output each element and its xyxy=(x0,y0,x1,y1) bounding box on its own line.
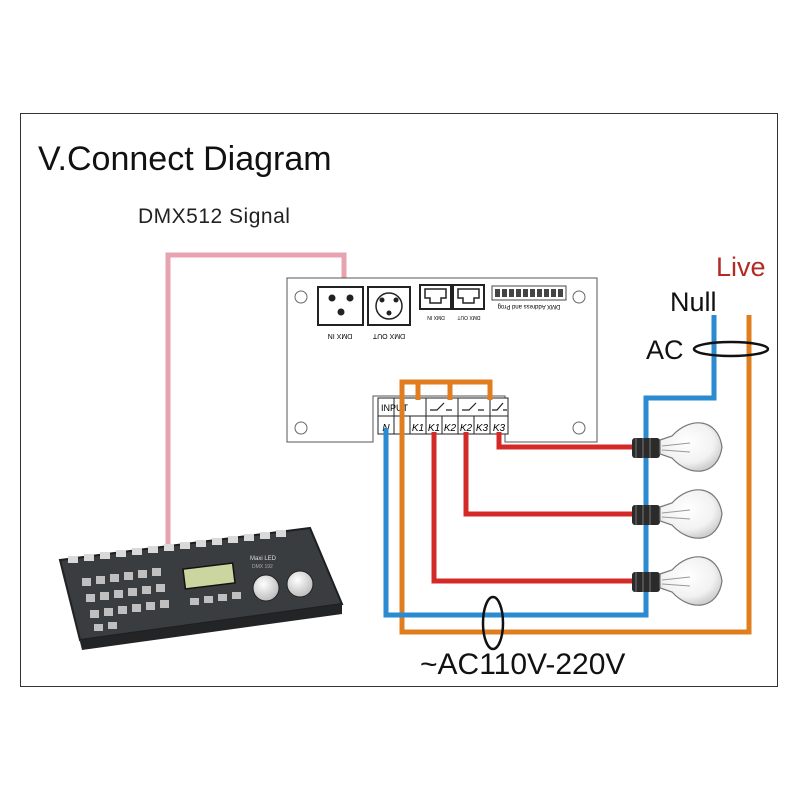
controller-knob-1 xyxy=(252,574,280,602)
live-label: Live xyxy=(716,252,766,282)
xlr-in-connector xyxy=(317,286,364,326)
controller-model: DMX 192 xyxy=(252,564,273,570)
terminal-k3a: K3 xyxy=(476,423,489,434)
dmx-signal-cable xyxy=(165,252,347,545)
null-label: Null xyxy=(670,287,717,317)
terminal-k1a: K1 xyxy=(412,423,424,434)
controller-icon: Maxi LED DMX 192 xyxy=(58,526,344,650)
input-label: INPUT xyxy=(381,403,409,413)
dip-switch-label: DMX Address and Prog xyxy=(498,303,561,309)
ac-clamp-ellipse xyxy=(692,340,770,358)
bulb-icon-3 xyxy=(632,556,723,606)
terminal-k2a: K2 xyxy=(444,423,457,434)
controller-knob-2 xyxy=(286,570,314,598)
controller-lcd xyxy=(182,562,236,590)
rj45-in-port xyxy=(419,284,452,310)
diagram-title: V.Connect Diagram xyxy=(38,140,332,178)
terminal-k1b: K1 xyxy=(428,423,440,434)
terminal-k2b: K2 xyxy=(460,423,473,434)
rj45-out-label: DMX OUT xyxy=(457,314,480,320)
rj45-out-port xyxy=(452,284,485,310)
range-clamp-ellipse xyxy=(481,595,505,651)
decoder-board: DMX IN DMX OUT DMX IN DMX OUT DMX Add xyxy=(286,277,598,443)
signal-label: DMX512 Signal xyxy=(138,205,291,228)
ac-range-label: ~AC110V-220V xyxy=(420,648,626,681)
k2-wire xyxy=(463,432,635,517)
xlr-out-connector xyxy=(367,286,411,326)
xlr-in-label: DMX IN xyxy=(328,332,353,339)
switched-wires xyxy=(431,432,635,584)
controller-buttons-grid xyxy=(82,568,241,631)
bulb-icon-2 xyxy=(632,489,723,539)
xlr-out-label: DMX OUT xyxy=(372,332,405,339)
k3-wire xyxy=(496,432,635,450)
terminal-k3b: K3 xyxy=(493,423,506,434)
controller-brand: Maxi LED xyxy=(250,556,277,562)
k1-wire xyxy=(431,432,635,584)
controller-buttons-top xyxy=(68,530,286,563)
bulb-icon-1 xyxy=(632,422,723,472)
dip-switch-block xyxy=(491,285,567,301)
ac-label: AC xyxy=(646,335,684,365)
live-wire xyxy=(399,315,752,635)
diagram-frame xyxy=(20,113,778,687)
rj45-in-label: DMX IN xyxy=(427,314,445,320)
